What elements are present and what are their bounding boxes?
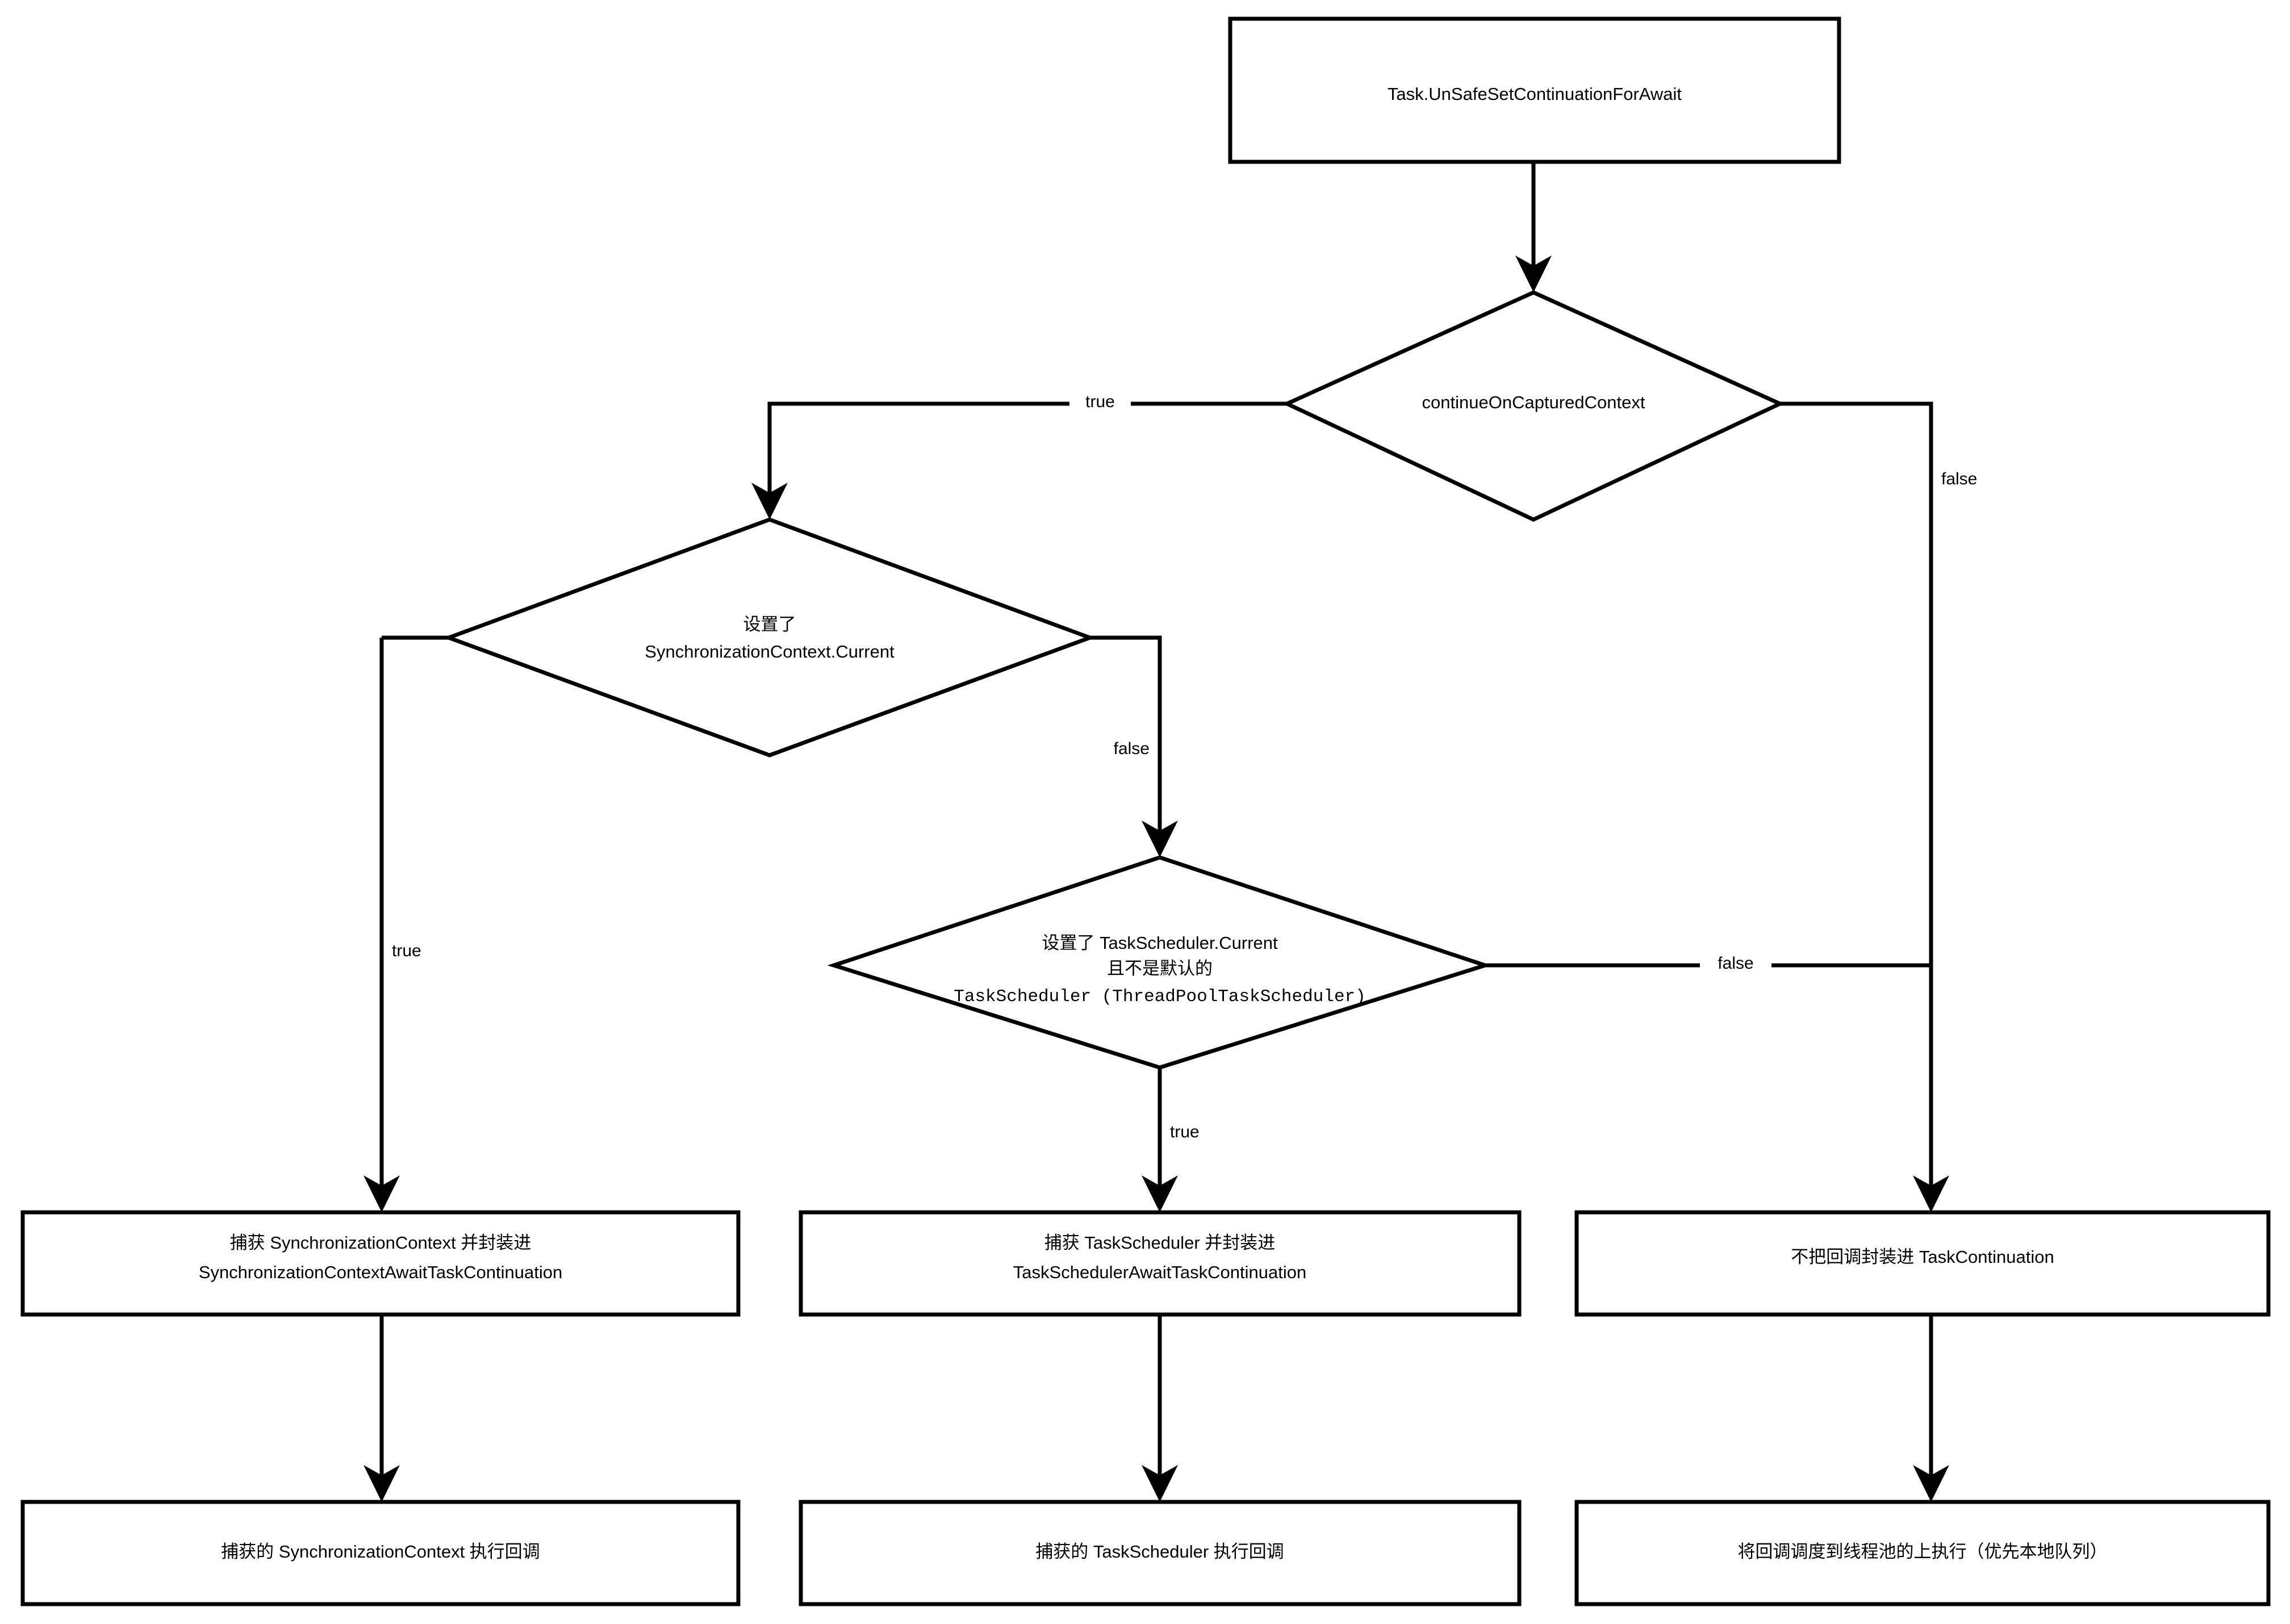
edge-synccontext-true: true — [363, 638, 421, 1212]
node-start-label: Task.UnSafeSetContinuationForAwait — [1388, 84, 1682, 104]
node-action-no-wrap-label: 不把回调封装进 TaskContinuation — [1791, 1247, 2054, 1267]
edge-label-true-1: true — [1085, 392, 1115, 411]
edge-taskscheduler-false: false — [1485, 954, 1931, 973]
node-result-thread-pool[interactable]: 将回调调度到线程池的上执行（优先本地队列） — [1574, 1500, 2271, 1606]
node-action-capture-synchronization-context[interactable]: 捕获 SynchronizationContext 并封装进 Synchroni… — [20, 1210, 741, 1317]
node-action-capture-sync-label-line1: 捕获 SynchronizationContext 并封装进 — [230, 1233, 532, 1253]
edge-label-false-1: false — [1941, 470, 1977, 488]
node-action-capture-sync-label-line2: SynchronizationContextAwaitTaskContinuat… — [199, 1262, 562, 1282]
node-start[interactable]: Task.UnSafeSetContinuationForAwait — [1228, 16, 1841, 164]
node-decision-synccontext-label-line1: 设置了 — [743, 614, 796, 634]
edge-continue-true: true — [751, 392, 1287, 520]
edge-label-true-3: true — [1170, 1123, 1200, 1141]
node-result-task-scheduler[interactable]: 捕获的 TaskScheduler 执行回调 — [799, 1500, 1522, 1606]
edge-capturesched-to-resultsched — [1142, 1315, 1178, 1502]
node-decision-synccontext-label-line2: SynchronizationContext.Current — [645, 642, 895, 662]
edge-label-true-2: true — [392, 941, 421, 960]
node-result-sched-label: 捕获的 TaskScheduler 执行回调 — [1035, 1542, 1284, 1562]
edge-label-false-3: false — [1718, 954, 1753, 973]
edge-synccontext-false: false — [1090, 635, 1178, 857]
node-decision-taskscheduler-label-line1: 设置了 TaskScheduler.Current — [1042, 933, 1278, 953]
node-result-pool-label: 将回调调度到线程池的上执行（优先本地队列） — [1738, 1542, 2108, 1562]
edge-capturesync-to-resultsync — [363, 1315, 400, 1502]
node-action-no-wrap[interactable]: 不把回调封装进 TaskContinuation — [1574, 1210, 2271, 1317]
edge-start-to-continue — [1515, 162, 1552, 292]
node-decision-continue-on-captured-context[interactable]: continueOnCapturedContext — [1282, 290, 1785, 522]
edge-label-false-2: false — [1114, 739, 1150, 758]
node-action-capture-task-scheduler[interactable]: 捕获 TaskScheduler 并封装进 TaskSchedulerAwait… — [799, 1210, 1522, 1317]
edge-taskscheduler-true: true — [1142, 1068, 1200, 1212]
node-action-capture-sched-label-line2: TaskSchedulerAwaitTaskContinuation — [1013, 1262, 1306, 1282]
edge-continue-false: false — [1780, 401, 1977, 1212]
node-decision-continue-label: continueOnCapturedContext — [1422, 392, 1645, 412]
node-decision-synchronization-context[interactable]: 设置了 SynchronizationContext.Current — [442, 517, 1096, 757]
node-decision-task-scheduler[interactable]: 设置了 TaskScheduler.Current 且不是默认的 TaskSch… — [827, 855, 1492, 1070]
node-decision-taskscheduler-label-line3: TaskScheduler (ThreadPoolTaskScheduler) — [954, 987, 1366, 1007]
edge-nowrap-to-resultpool — [1913, 1315, 1949, 1502]
node-decision-taskscheduler-label-line2: 且不是默认的 — [1107, 959, 1213, 978]
node-action-capture-sched-label-line1: 捕获 TaskScheduler 并封装进 — [1044, 1233, 1276, 1253]
node-result-sync-label: 捕获的 SynchronizationContext 执行回调 — [221, 1542, 540, 1562]
node-result-synchronization-context[interactable]: 捕获的 SynchronizationContext 执行回调 — [20, 1500, 741, 1606]
